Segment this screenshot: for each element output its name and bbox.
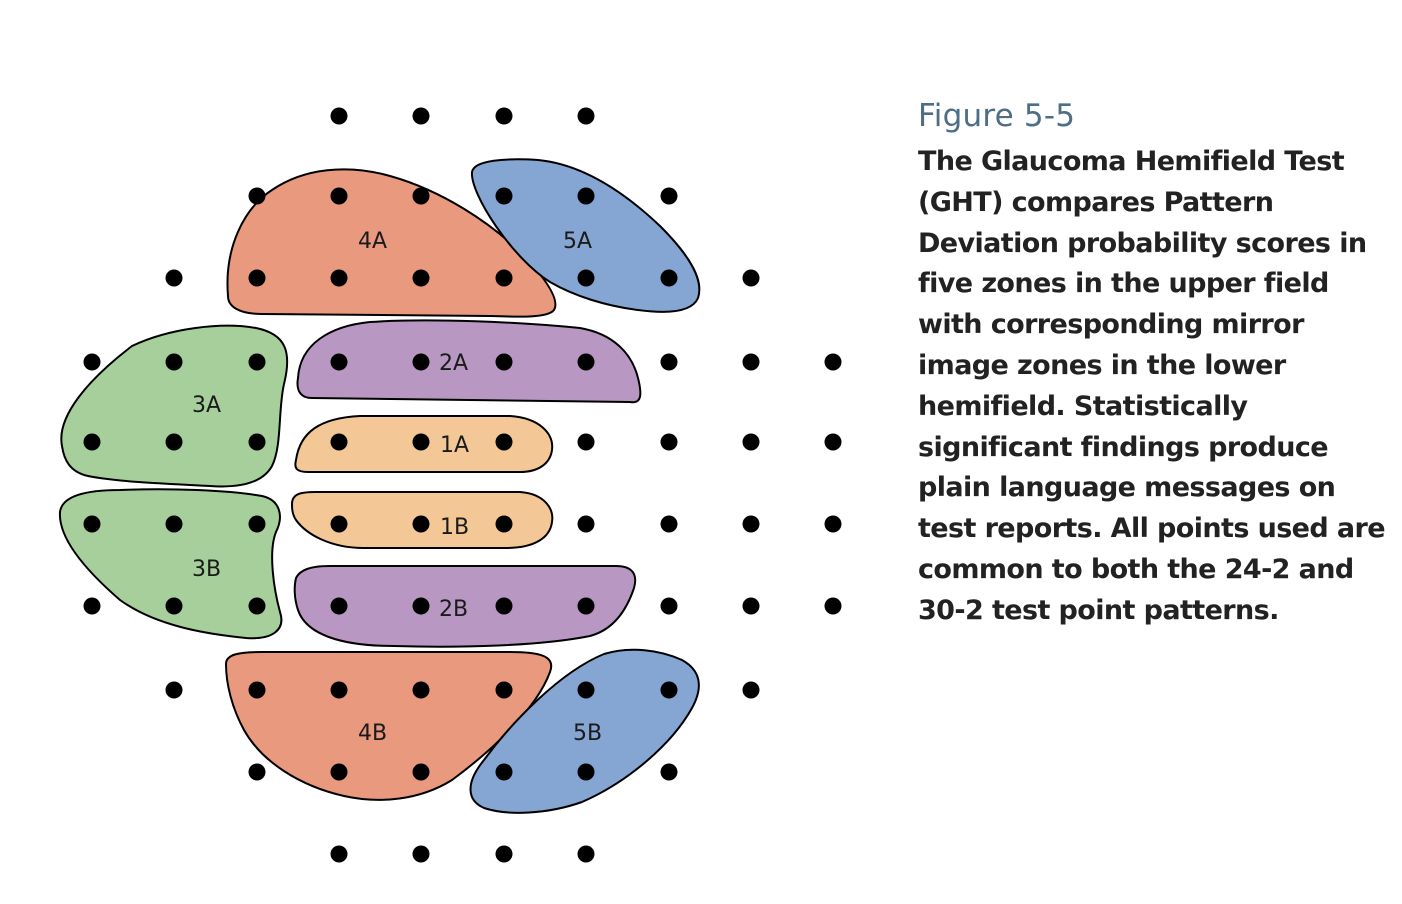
figure-caption: Figure 5-5 The Glaucoma Hemifield Test (… xyxy=(918,96,1388,632)
test-point xyxy=(577,107,595,125)
test-point xyxy=(165,269,183,287)
ght-zone-diagram: 4A 5A 3A 2A 1A 1B 3B 2B 4B 5B xyxy=(58,107,842,863)
test-point xyxy=(660,187,678,205)
test-point xyxy=(83,353,101,371)
test-point xyxy=(660,433,678,451)
test-point xyxy=(412,353,430,371)
zone-label-3B: 3B xyxy=(192,557,221,582)
test-point xyxy=(412,269,430,287)
test-point xyxy=(577,353,595,371)
test-point xyxy=(330,107,348,125)
test-point xyxy=(248,353,266,371)
test-point xyxy=(412,515,430,533)
test-point xyxy=(330,845,348,863)
test-point xyxy=(577,515,595,533)
zone-5A xyxy=(470,158,701,313)
test-point xyxy=(412,107,430,125)
zone-label-5B: 5B xyxy=(573,721,602,746)
test-point xyxy=(660,597,678,615)
test-point xyxy=(248,187,266,205)
test-point xyxy=(412,433,430,451)
test-point xyxy=(495,187,513,205)
test-point xyxy=(824,597,842,615)
test-point xyxy=(330,353,348,371)
test-point xyxy=(83,597,101,615)
zone-2B xyxy=(293,565,637,648)
test-point xyxy=(742,269,760,287)
figure-description: The Glaucoma Hemifield Test (GHT) compar… xyxy=(918,146,1386,626)
test-point xyxy=(412,187,430,205)
zone-3B xyxy=(58,488,283,640)
test-point xyxy=(742,681,760,699)
zone-4A xyxy=(226,168,557,318)
figure-title: Figure 5-5 xyxy=(918,98,1076,134)
zone-4B xyxy=(225,651,553,801)
test-point xyxy=(165,597,183,615)
test-point xyxy=(495,845,513,863)
test-point xyxy=(824,433,842,451)
test-point xyxy=(577,269,595,287)
test-point-grid xyxy=(83,107,842,863)
test-point xyxy=(165,681,183,699)
test-point xyxy=(330,269,348,287)
test-point xyxy=(330,515,348,533)
test-point xyxy=(412,845,430,863)
test-point xyxy=(248,597,266,615)
test-point xyxy=(824,515,842,533)
test-point xyxy=(495,353,513,371)
test-point xyxy=(165,515,183,533)
test-point xyxy=(577,187,595,205)
test-point xyxy=(330,681,348,699)
test-point xyxy=(330,433,348,451)
test-point xyxy=(742,515,760,533)
test-point xyxy=(495,763,513,781)
test-point xyxy=(83,433,101,451)
test-point xyxy=(412,763,430,781)
test-point xyxy=(660,763,678,781)
zone-label-4A: 4A xyxy=(358,229,387,254)
test-point xyxy=(495,433,513,451)
zone-5B xyxy=(469,648,700,814)
test-point xyxy=(330,187,348,205)
test-point xyxy=(330,597,348,615)
test-point xyxy=(495,515,513,533)
zone-3A xyxy=(60,324,289,488)
test-point xyxy=(248,433,266,451)
test-point xyxy=(412,597,430,615)
test-point xyxy=(165,433,183,451)
test-point xyxy=(248,763,266,781)
test-point xyxy=(742,597,760,615)
test-point xyxy=(248,269,266,287)
zone-label-5A: 5A xyxy=(563,229,592,254)
zone-label-1A: 1A xyxy=(440,433,469,458)
test-point xyxy=(742,353,760,371)
test-point xyxy=(495,597,513,615)
zone-label-1B: 1B xyxy=(440,515,469,540)
test-point xyxy=(577,681,595,699)
zone-label-3A: 3A xyxy=(192,393,221,418)
test-point xyxy=(412,681,430,699)
test-point xyxy=(660,515,678,533)
test-point xyxy=(495,107,513,125)
test-point xyxy=(495,681,513,699)
test-point xyxy=(660,681,678,699)
test-point xyxy=(824,353,842,371)
zone-label-2B: 2B xyxy=(439,597,468,622)
test-point xyxy=(577,845,595,863)
zone-2A xyxy=(296,319,642,404)
test-point xyxy=(330,763,348,781)
test-point xyxy=(495,269,513,287)
test-point xyxy=(660,353,678,371)
test-point xyxy=(577,763,595,781)
test-point xyxy=(248,515,266,533)
test-point xyxy=(577,433,595,451)
test-point xyxy=(165,353,183,371)
zone-label-2A: 2A xyxy=(439,351,468,376)
test-point xyxy=(660,269,678,287)
test-point xyxy=(83,515,101,533)
test-point xyxy=(248,681,266,699)
test-point xyxy=(742,433,760,451)
test-point xyxy=(577,597,595,615)
zone-label-4B: 4B xyxy=(358,721,387,746)
